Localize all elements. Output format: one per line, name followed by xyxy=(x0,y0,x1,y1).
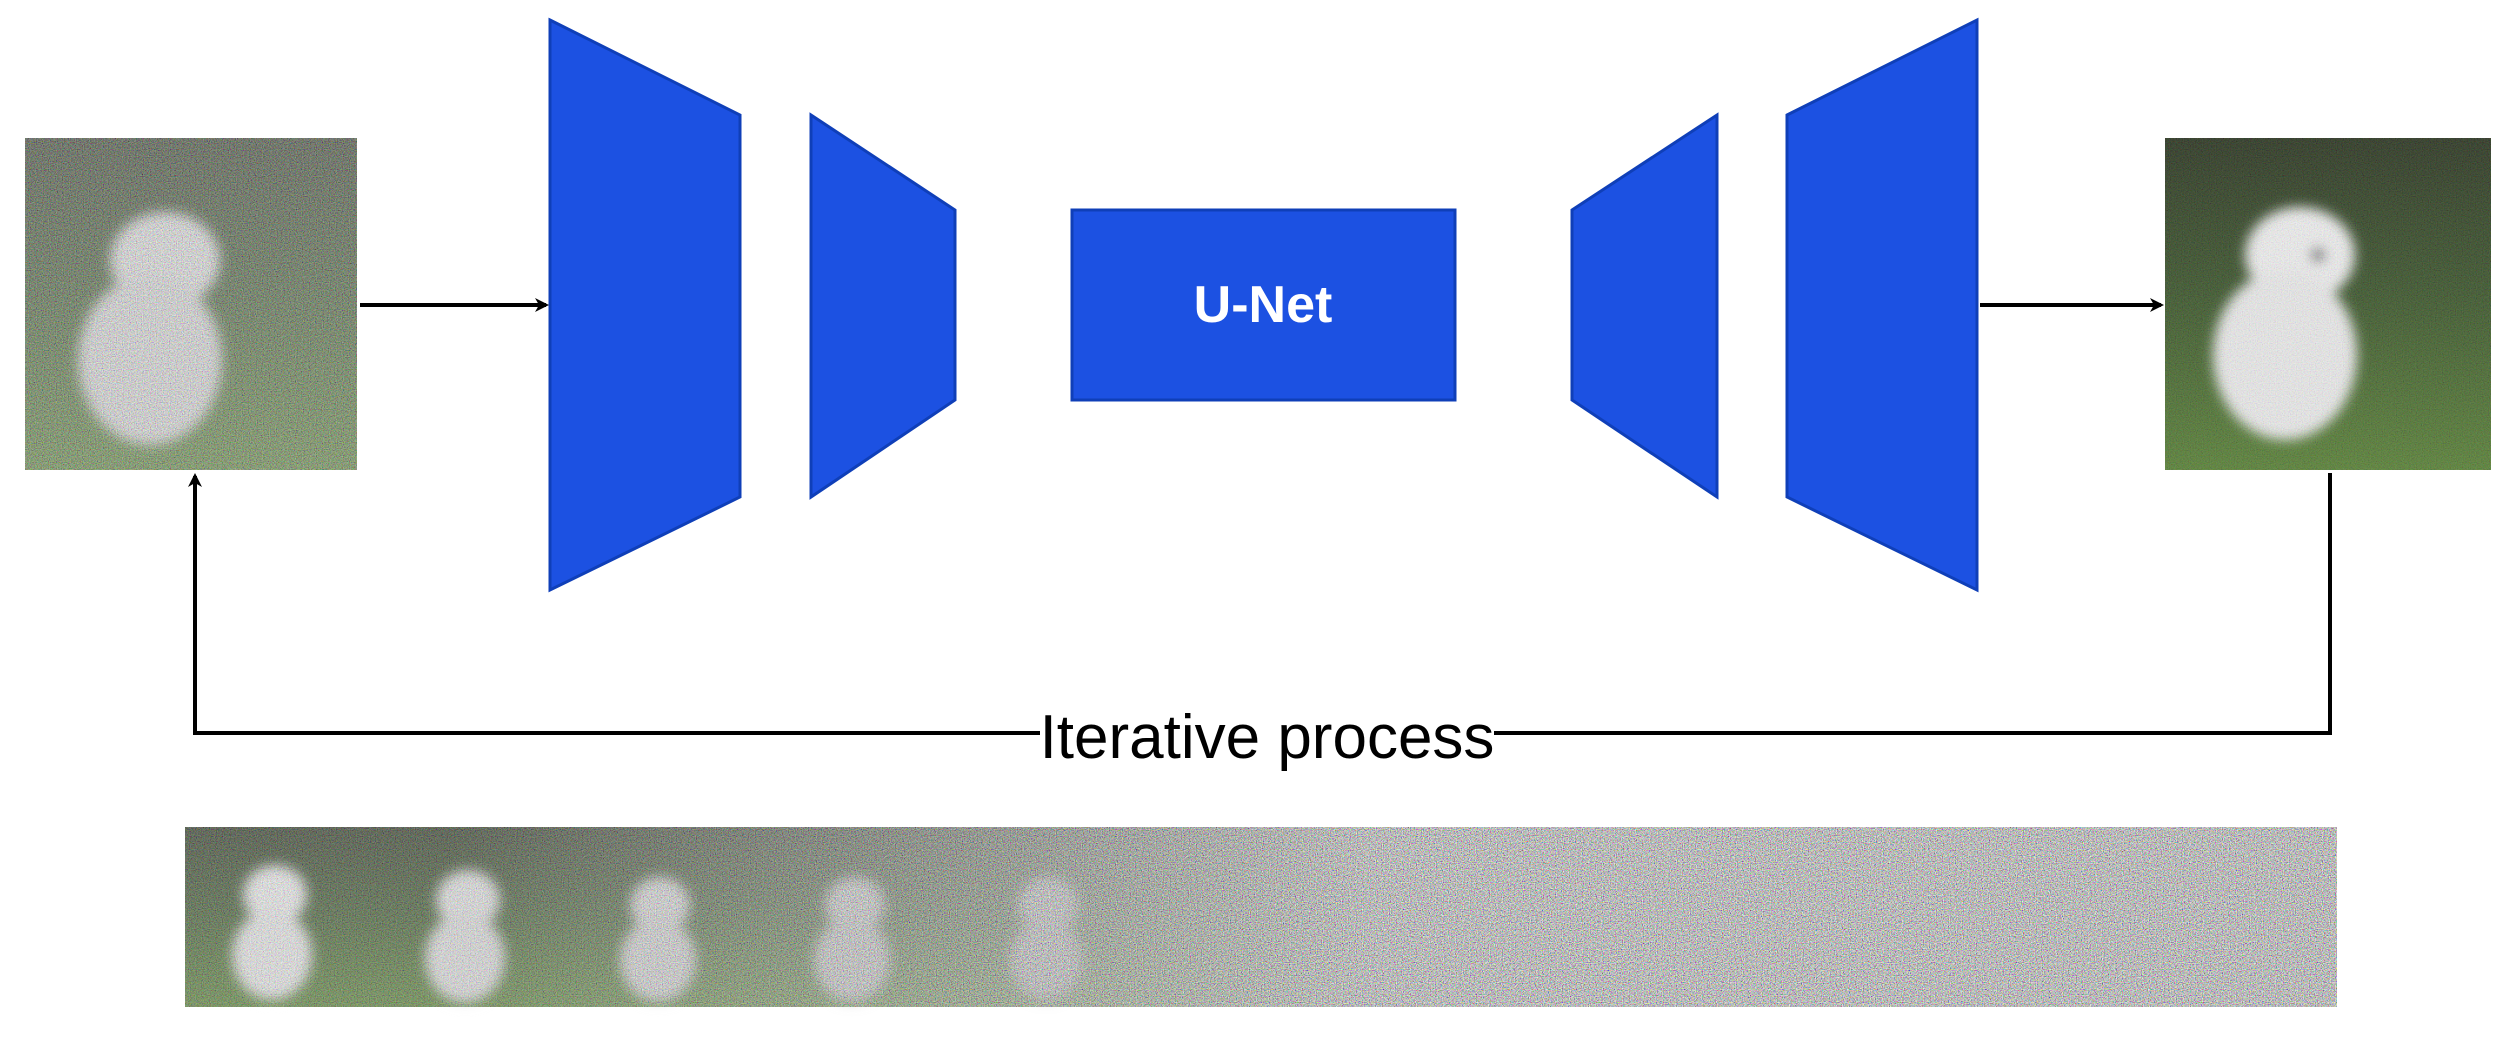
unet-block xyxy=(1070,208,1457,402)
noise-progression-strip xyxy=(185,827,2337,1007)
iteration-loop-arrow xyxy=(188,473,2332,735)
unet-label: U-Net xyxy=(1194,276,1333,334)
decoder-block-2 xyxy=(1785,17,1979,593)
noisy-input-image xyxy=(25,138,357,470)
loop-label-background xyxy=(1040,700,1494,770)
encoder-block-2 xyxy=(809,112,957,500)
decoder-block-1 xyxy=(1570,112,1719,500)
denoised-output-image xyxy=(2165,138,2491,470)
loop-label: Iterative process xyxy=(1040,703,1495,772)
encoder-block-1 xyxy=(548,17,742,593)
